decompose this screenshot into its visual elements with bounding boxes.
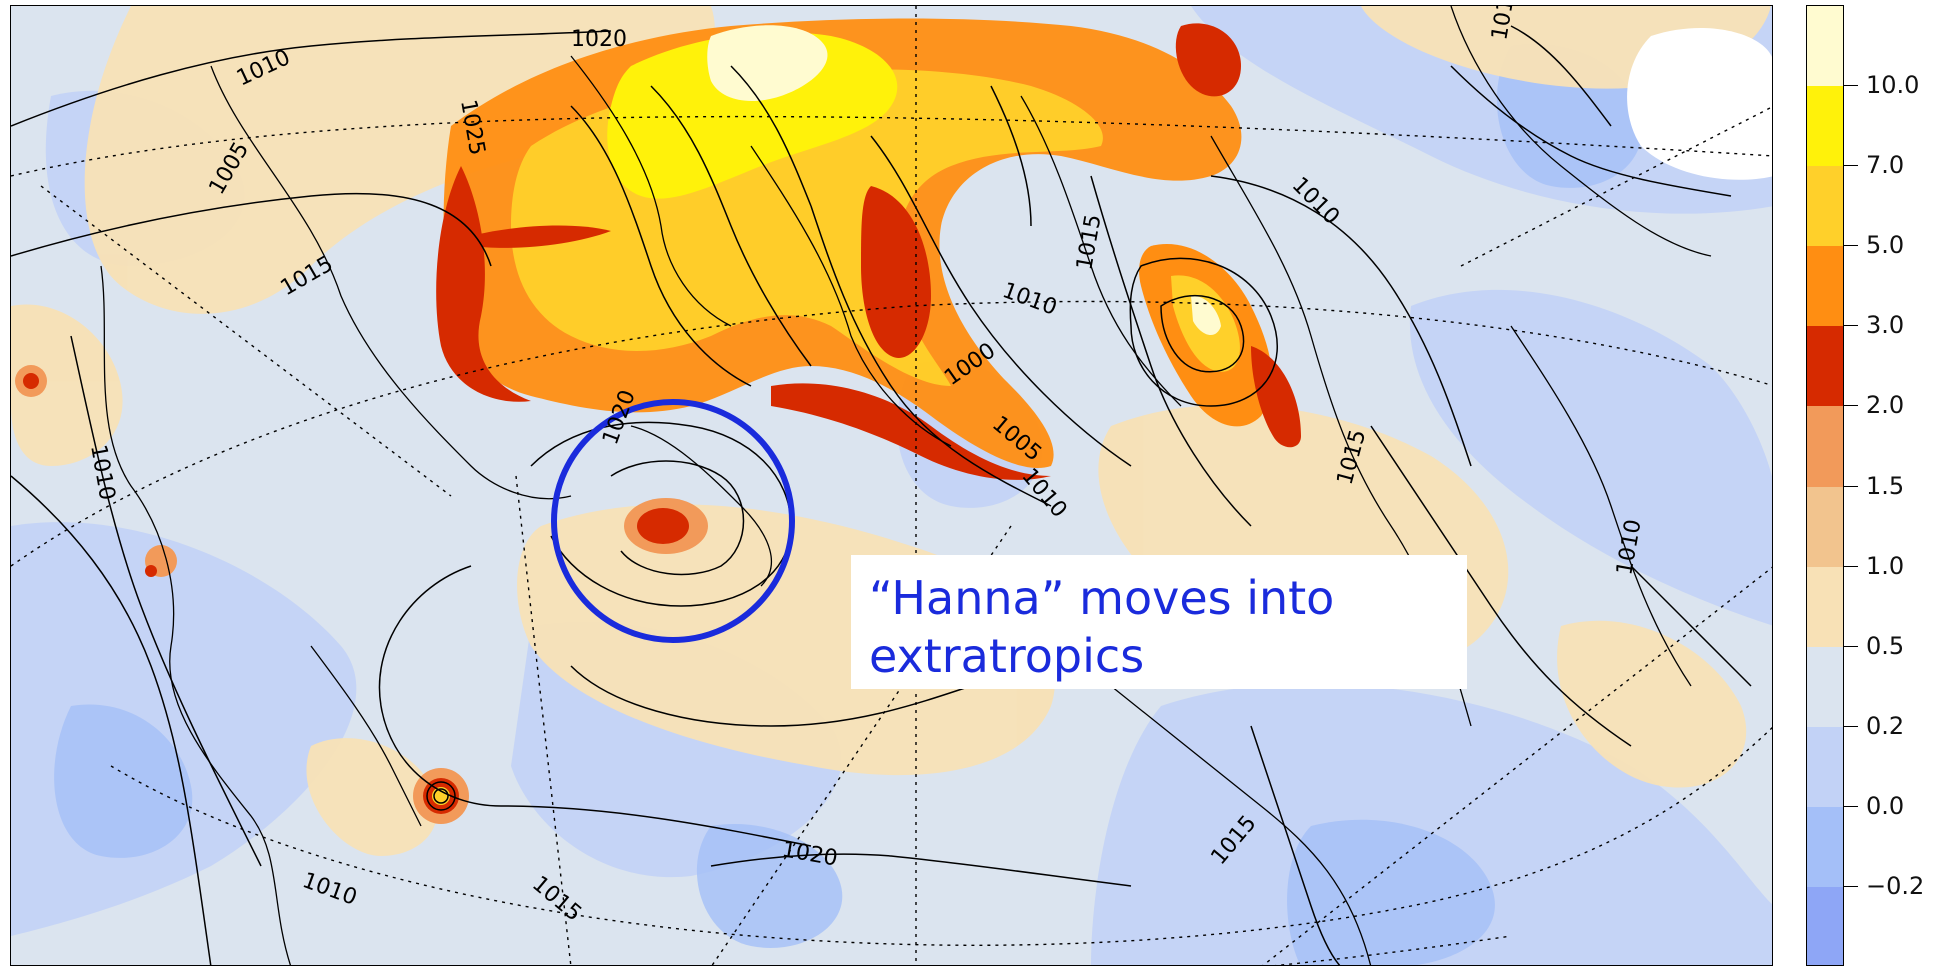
colorbar-tick [1844, 885, 1858, 887]
tropical-storm-core [413, 768, 469, 824]
colorbar-level-label: 1.0 [1866, 551, 1905, 580]
colorbar-swatch [1807, 486, 1843, 568]
colorbar-level-label: 10.0 [1866, 71, 1920, 100]
colorbar-tick [1844, 325, 1858, 327]
colorbar-level-label: 0.0 [1866, 791, 1905, 820]
colorbar [1806, 5, 1844, 966]
colorbar-swatch [1807, 726, 1843, 808]
colorbar-swatch [1807, 566, 1843, 648]
annotation-line-2: extratropics [869, 629, 1145, 683]
colorbar-swatch [1807, 6, 1843, 88]
colorbar-level-label: 3.0 [1866, 311, 1905, 340]
colorbar-swatch [1807, 86, 1843, 168]
colorbar-tick [1844, 85, 1858, 87]
left-edge-low [15, 365, 177, 577]
annotation-line-1: “Hanna” moves into [869, 571, 1335, 625]
colorbar-tick [1844, 805, 1858, 807]
colorbar-swatch [1807, 406, 1843, 488]
hanna-storm-core [624, 498, 708, 554]
isobar-label: 1020 [571, 27, 627, 52]
hanna-annotation-box: “Hanna” moves into extratropics [851, 555, 1467, 689]
colorbar-tick [1844, 245, 1858, 247]
colorbar-tick [1844, 405, 1858, 407]
isobars [11, 25, 1752, 965]
colorbar-level-label: 2.0 [1866, 391, 1905, 420]
white-missing-region [1627, 28, 1772, 180]
colorbar-tick [1844, 165, 1858, 167]
colorbar-swatch [1807, 246, 1843, 328]
coastlines [100, 6, 1712, 965]
hanna-highlight-circle [551, 399, 795, 643]
colorbar-swatch [1807, 886, 1843, 965]
colorbar-level-label: 0.2 [1866, 711, 1905, 740]
colorbar-level-label: −0.2 [1866, 871, 1925, 900]
colorbar-swatch [1807, 326, 1843, 408]
colorbar-tick [1844, 485, 1858, 487]
map-panel: 1020 1010 1025 1005 1015 1010 1020 1015 … [10, 5, 1773, 966]
colorbar-level-label: 7.0 [1866, 151, 1905, 180]
colorbar-level-label: 5.0 [1866, 231, 1905, 260]
colorbar-level-label: 0.5 [1866, 631, 1905, 660]
colorbar-swatch [1807, 646, 1843, 728]
weather-map-svg: 1020 1010 1025 1005 1015 1010 1020 1015 … [11, 6, 1772, 965]
intense-anomaly-band [436, 18, 1301, 480]
colorbar-tick [1844, 565, 1858, 567]
colorbar-swatch [1807, 166, 1843, 248]
colorbar-swatch [1807, 806, 1843, 888]
colorbar-tick [1844, 725, 1858, 727]
colorbar-level-label: 1.5 [1866, 471, 1905, 500]
colorbar-tick [1844, 645, 1858, 647]
